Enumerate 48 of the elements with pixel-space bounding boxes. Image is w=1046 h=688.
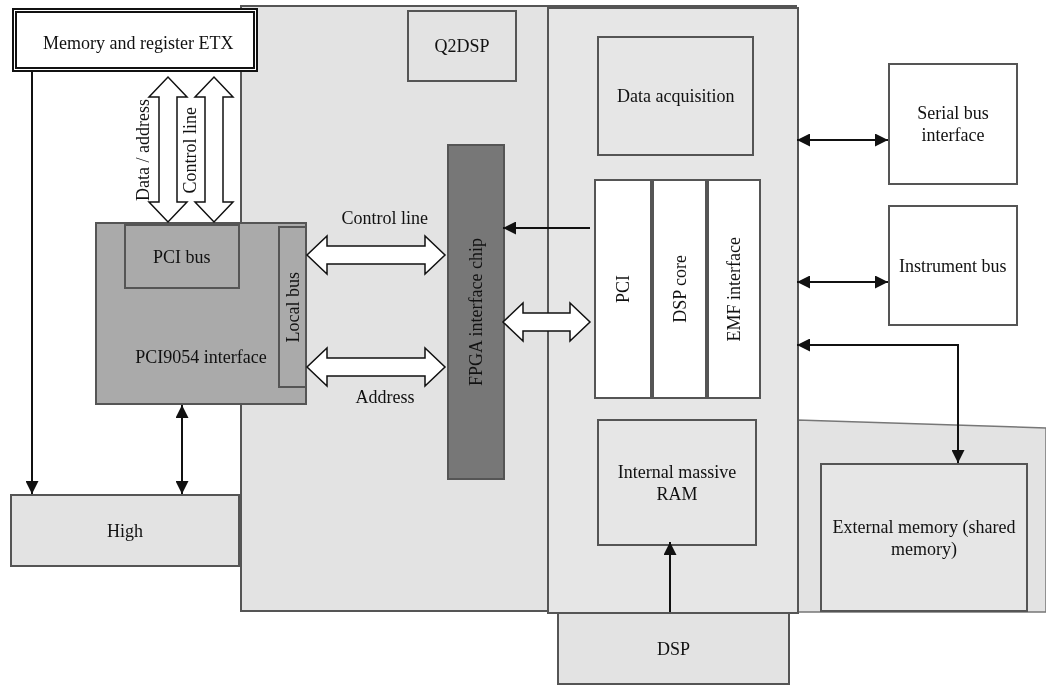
block-box bbox=[10, 494, 240, 567]
bus-bar bbox=[278, 226, 307, 388]
double-arrow bbox=[305, 346, 447, 388]
box-label: Internal massive RAM bbox=[616, 460, 738, 505]
box-label: Serial bus interface bbox=[916, 102, 990, 146]
chip-box bbox=[407, 10, 517, 82]
box-label: Data acquisition bbox=[617, 85, 735, 107]
box-label: Instrument bus bbox=[899, 254, 1007, 277]
box-label: External memory (shared memory) bbox=[831, 515, 1017, 560]
edge-label: Data / address bbox=[132, 99, 154, 201]
edge-label: Control line bbox=[341, 207, 428, 229]
box-label: Memory and register ETX bbox=[43, 32, 234, 54]
box-label: Q2DSP bbox=[434, 35, 490, 57]
box-label: DSP bbox=[657, 637, 691, 660]
double-arrow bbox=[501, 301, 592, 343]
bus-box bbox=[124, 224, 240, 289]
memory-box bbox=[12, 8, 258, 72]
box-label: PCI bbox=[612, 275, 634, 303]
box-label: DSP core bbox=[668, 255, 691, 323]
box-label: EMF interface bbox=[723, 237, 745, 342]
edge-label: Control line bbox=[179, 106, 201, 193]
module-column bbox=[652, 179, 707, 399]
arrow bbox=[25, 71, 39, 495]
memory-box bbox=[597, 419, 757, 546]
box-label: FPGA interface chip bbox=[465, 238, 487, 386]
box-label: Local bus bbox=[281, 272, 304, 343]
double-arrow bbox=[305, 234, 447, 276]
double-arrow bbox=[147, 75, 189, 224]
interface-box bbox=[888, 205, 1018, 326]
memory-box bbox=[820, 463, 1028, 612]
chip-bar bbox=[447, 144, 505, 480]
arrow bbox=[796, 133, 889, 147]
arrow bbox=[663, 541, 677, 613]
arrow bbox=[175, 404, 189, 495]
arrow bbox=[796, 275, 889, 289]
module-column bbox=[707, 179, 761, 399]
box-label: PCI bus bbox=[153, 245, 211, 268]
arrow bbox=[796, 338, 965, 464]
double-arrow bbox=[193, 75, 235, 224]
box-label: PCI9054 interface bbox=[134, 346, 268, 368]
arrow bbox=[502, 221, 591, 235]
edge-label: Address bbox=[355, 386, 415, 408]
module-box bbox=[597, 36, 754, 156]
box-label: High bbox=[107, 519, 143, 542]
block-box bbox=[557, 612, 790, 685]
processor-panel bbox=[547, 7, 799, 614]
module-column bbox=[594, 179, 652, 399]
interface-box bbox=[888, 63, 1018, 185]
